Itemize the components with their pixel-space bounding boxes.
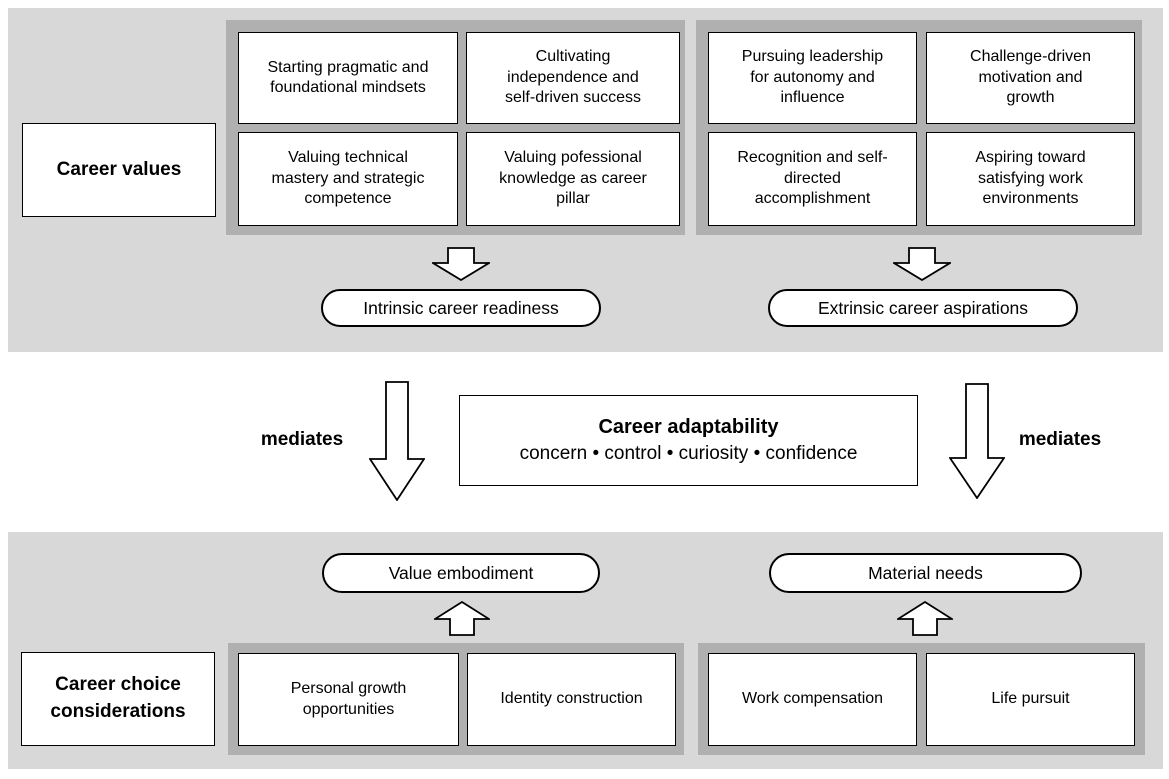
value-box-technical-mastery: Valuing technical mastery and strategic … <box>238 132 458 226</box>
pill-text: Intrinsic career readiness <box>363 297 559 318</box>
consideration-box-text: Identity construction <box>500 690 643 708</box>
value-box-leadership: Pursuing leadership for autonomy and inf… <box>708 32 917 124</box>
mediates-arrow-left-icon <box>368 381 426 502</box>
down-arrow-icon <box>429 247 493 282</box>
career-adaptability-dimensions: concern • control • curiosity • confiden… <box>519 443 858 465</box>
value-box-text: Starting pragmatic and foundational mind… <box>267 58 429 96</box>
down-arrow-icon <box>890 247 954 282</box>
pill-text: Extrinsic career aspirations <box>817 297 1029 318</box>
career-values-band: Career values Starting pragmatic and fou… <box>8 8 1163 352</box>
value-box-pragmatic-mindsets: Starting pragmatic and foundational mind… <box>238 32 458 124</box>
career-adaptability-title: Career adaptability <box>598 416 779 439</box>
intrinsic-readiness-pill: Intrinsic career readiness <box>321 289 601 327</box>
mediates-label-right: mediates <box>1018 429 1102 450</box>
consideration-box-work-compensation: Work compensation <box>708 653 917 746</box>
intrinsic-values-group: Starting pragmatic and foundational mind… <box>226 20 685 235</box>
up-arrow-icon <box>431 600 493 636</box>
career-choice-label: Career choice considerations <box>50 674 186 722</box>
material-needs-pill: Material needs <box>769 553 1082 593</box>
extrinsic-values-group: Pursuing leadership for autonomy and inf… <box>696 20 1142 235</box>
value-box-text: Valuing pofessional knowledge as career … <box>499 149 647 208</box>
consideration-box-personal-growth: Personal growth opportunities <box>238 653 459 746</box>
mediates-label-left: mediates <box>260 429 344 450</box>
consideration-box-text: Life pursuit <box>991 690 1070 708</box>
up-arrow-icon <box>894 600 956 636</box>
value-embodiment-pill: Value embodiment <box>322 553 600 593</box>
consideration-box-text: Personal growth opportunities <box>290 680 407 718</box>
value-embodiment-group: Personal growth opportunities Identity c… <box>228 643 684 755</box>
value-box-text: Cultivating independence and self-driven… <box>504 48 642 107</box>
consideration-box-life-pursuit: Life pursuit <box>926 653 1135 746</box>
value-box-independence: Cultivating independence and self-driven… <box>466 32 680 124</box>
career-choice-band: Value embodiment Material needs Career c… <box>8 532 1163 769</box>
career-adaptability-box: Career adaptability concern • control • … <box>459 395 918 486</box>
mediates-arrow-right-icon <box>948 383 1006 500</box>
consideration-box-identity: Identity construction <box>467 653 676 746</box>
value-box-text: Valuing technical mastery and strategic … <box>271 149 425 208</box>
material-needs-group: Work compensation Life pursuit <box>698 643 1145 755</box>
extrinsic-aspirations-pill: Extrinsic career aspirations <box>768 289 1078 327</box>
pill-text: Material needs <box>868 562 983 583</box>
career-values-label-box: Career values <box>22 123 216 217</box>
value-box-challenge-driven: Challenge-driven motivation and growth <box>926 32 1135 124</box>
career-values-label: Career values <box>56 158 182 180</box>
value-box-satisfying-work: Aspiring toward satisfying work environm… <box>926 132 1135 226</box>
value-box-text: Recognition and self- directed accomplis… <box>737 149 888 208</box>
value-box-text: Challenge-driven motivation and growth <box>970 48 1091 107</box>
value-box-recognition: Recognition and self- directed accomplis… <box>708 132 917 226</box>
consideration-box-text: Work compensation <box>741 690 884 708</box>
value-box-text: Pursuing leadership for autonomy and inf… <box>741 48 884 107</box>
value-box-professional-knowledge: Valuing pofessional knowledge as career … <box>466 132 680 226</box>
pill-text: Value embodiment <box>388 562 534 583</box>
career-choice-label-box: Career choice considerations <box>21 652 215 746</box>
value-box-text: Aspiring toward satisfying work environm… <box>975 149 1086 208</box>
